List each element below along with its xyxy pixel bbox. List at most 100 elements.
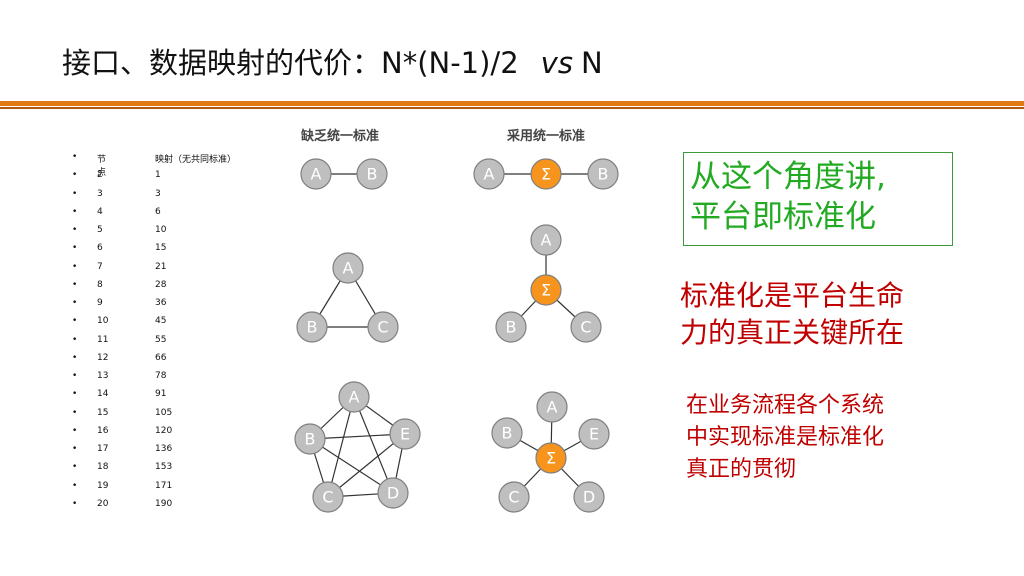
svg-text:A: A — [311, 165, 322, 184]
node-a: A — [300, 158, 332, 190]
node-count-cell: 19 — [97, 480, 109, 491]
red-sub-line: 中实现标准是标准化 — [686, 425, 885, 450]
red-sub-line: 真正的贯彻 — [686, 457, 797, 482]
title-vs: vs — [540, 46, 573, 80]
bullet: • — [72, 389, 78, 400]
bullet: • — [72, 498, 78, 509]
bullet: • — [72, 225, 78, 235]
node-c: C — [367, 311, 399, 343]
red-sub-line: 在业务流程各个系统 — [686, 393, 885, 418]
mapping-count-cell: 136 — [155, 444, 173, 454]
bullet: • — [72, 425, 78, 436]
bullet: • — [72, 444, 78, 454]
mapping-count-cell: 1 — [155, 170, 161, 181]
node-b: B — [294, 423, 326, 455]
green-callout-line: 平台即标准化 — [690, 199, 876, 235]
svg-text:D: D — [387, 484, 399, 503]
svg-text:C: C — [580, 318, 591, 337]
node-count-cell: 9 — [97, 298, 103, 308]
bullet: • — [72, 261, 78, 272]
red-main-line: 力的真正关键所在 — [680, 316, 905, 349]
bullet: • — [72, 279, 78, 290]
bullet: • — [72, 206, 78, 217]
bullet: • — [72, 371, 78, 381]
node-count-cell: 5 — [97, 225, 103, 235]
bullet: • — [72, 480, 78, 491]
node-count-cell: 17 — [97, 444, 109, 454]
node-b: B — [296, 311, 328, 343]
svg-text:E: E — [589, 425, 599, 444]
svg-text:A: A — [349, 388, 360, 407]
svg-text:A: A — [343, 259, 354, 278]
bullet: • — [72, 152, 78, 162]
svg-text:Σ: Σ — [541, 165, 551, 184]
bullet: • — [72, 462, 78, 473]
mapping-count-cell: 3 — [155, 188, 161, 199]
edge-ce — [327, 433, 406, 498]
node-count-cell: 18 — [97, 462, 109, 473]
node-count-cell: 2 — [97, 170, 103, 181]
edge-ad — [353, 396, 394, 494]
mapping-count-cell: 15 — [155, 243, 167, 254]
svg-text:B: B — [598, 165, 609, 184]
edge-bd — [309, 438, 394, 494]
svg-text:A: A — [541, 231, 552, 250]
node-count-cell: 6 — [97, 243, 103, 254]
node-c: C — [498, 481, 530, 513]
mapping-count-cell: 171 — [155, 480, 173, 491]
bullet: • — [72, 188, 78, 199]
title-underline-bar — [0, 101, 1024, 106]
mapping-count-cell: 28 — [155, 279, 167, 290]
edge-ac — [327, 396, 355, 498]
svg-text:Σ: Σ — [546, 449, 556, 468]
node-count-cell: 4 — [97, 206, 103, 217]
mapping-count-cell: 55 — [155, 334, 167, 345]
node-a: A — [332, 252, 364, 284]
svg-text:B: B — [305, 430, 316, 449]
svg-text:A: A — [547, 398, 558, 417]
bullet: • — [72, 334, 78, 345]
svg-text:C: C — [322, 488, 333, 507]
mapping-count-cell: 10 — [155, 225, 167, 235]
node-d: D — [377, 477, 409, 509]
svg-text:A: A — [484, 165, 495, 184]
network-diagram: 缺乏统一标准 采用统一标准 A B A B C A B C D E A — [294, 128, 619, 513]
mapping-count-cell: 36 — [155, 298, 167, 308]
node-b: B — [356, 158, 388, 190]
green-callout-box: 从这个角度讲, 平台即标准化 — [683, 152, 953, 246]
svg-text:B: B — [307, 318, 318, 337]
node-c: C — [312, 481, 344, 513]
svg-text:D: D — [583, 488, 595, 507]
node-a: A — [530, 224, 562, 256]
title-underline-thin — [0, 107, 1024, 109]
green-callout-line: 从这个角度讲, — [690, 159, 886, 195]
mapping-count-cell: 21 — [155, 261, 167, 272]
mapping-count-cell: 120 — [155, 425, 173, 436]
bullet: • — [72, 316, 78, 327]
mapping-count-cell: 105 — [155, 407, 173, 418]
svg-text:B: B — [506, 318, 517, 337]
edge-be — [309, 433, 406, 440]
svg-text:C: C — [508, 488, 519, 507]
header-mappings: 映射（无共同标准） — [155, 155, 237, 165]
node-d: D — [573, 481, 605, 513]
node-a: A — [536, 391, 568, 423]
node-count-cell: 12 — [97, 352, 109, 363]
svg-text:Σ: Σ — [541, 281, 551, 300]
red-callout-sub: 在业务流程各个系统 中实现标准是标准化 真正的贯彻 — [686, 390, 976, 486]
title-main: 接口、数据映射的代价：N*(N-1)/2 — [62, 46, 519, 80]
hub-node: Σ — [530, 158, 562, 190]
node-count-cell: 13 — [97, 371, 109, 381]
node-count-cell: 15 — [97, 407, 109, 418]
node-b: B — [587, 158, 619, 190]
svg-text:C: C — [377, 318, 388, 337]
bullet: • — [72, 407, 78, 418]
bullet: • — [72, 243, 78, 254]
node-count-cell: 11 — [97, 334, 109, 345]
node-e: E — [578, 418, 610, 450]
hub-node: Σ — [535, 442, 567, 474]
node-count-cell: 3 — [97, 188, 103, 199]
mapping-count-cell: 45 — [155, 316, 167, 327]
svg-text:E: E — [400, 425, 410, 444]
